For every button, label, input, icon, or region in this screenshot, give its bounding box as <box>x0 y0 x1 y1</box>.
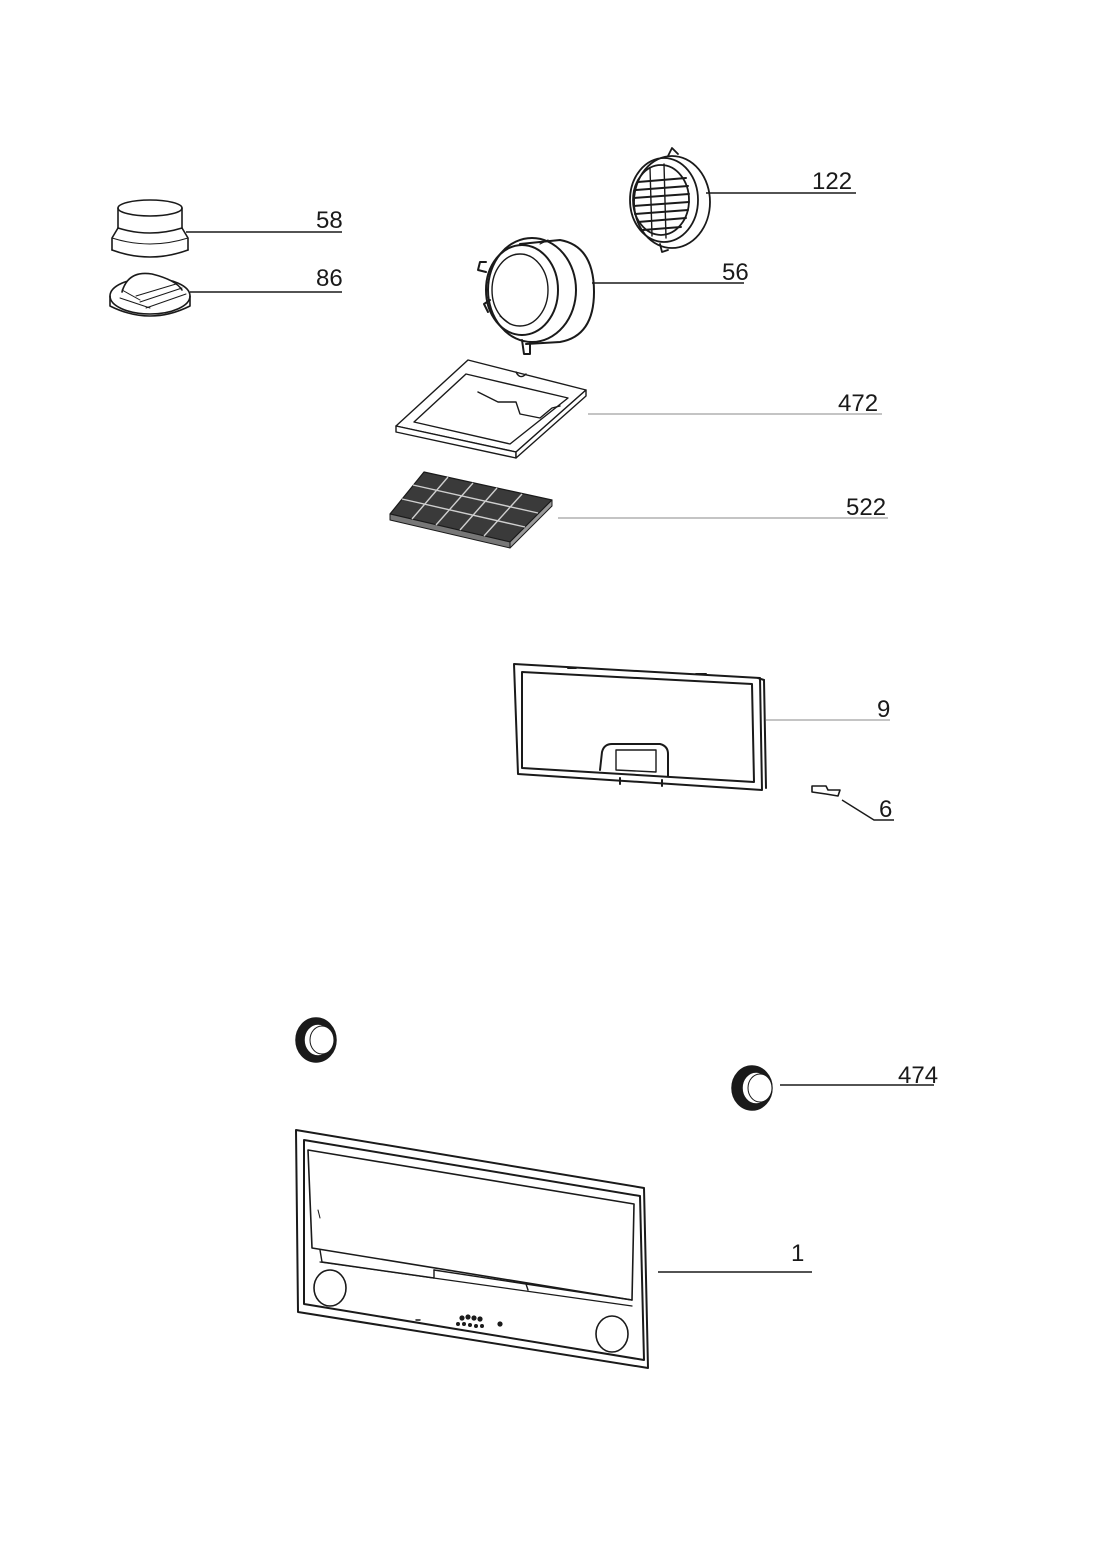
part-122-grille-vent <box>629 147 711 253</box>
part-472-filter-frame <box>395 359 587 459</box>
part-6-clip <box>811 785 841 797</box>
callout-9: 9 <box>877 696 890 723</box>
callout-522: 522 <box>846 494 886 521</box>
part-474-knob-ring-right <box>731 1065 773 1111</box>
callout-58: 58 <box>316 207 343 234</box>
part-522-carbon-filter <box>389 471 553 549</box>
leader-6 <box>841 799 894 821</box>
callout-6: 6 <box>879 796 892 823</box>
part-58-duct-collar <box>111 199 189 258</box>
part-56-duct-adapter <box>477 237 595 355</box>
part-9-grease-filter-frame <box>513 663 767 791</box>
part-86-check-valve <box>109 272 191 317</box>
callout-122: 122 <box>812 168 852 195</box>
callout-474: 474 <box>898 1062 938 1089</box>
callout-472: 472 <box>838 390 878 417</box>
callout-86: 86 <box>316 265 343 292</box>
callout-labels: 58 86 122 56 472 522 9 6 474 1 <box>316 168 938 1267</box>
part-474-knob-ring-left <box>295 1017 337 1063</box>
callout-1: 1 <box>791 1240 804 1267</box>
leader-lines <box>186 192 934 1273</box>
part-1-front-panel <box>295 1129 649 1369</box>
callout-56: 56 <box>722 259 749 286</box>
